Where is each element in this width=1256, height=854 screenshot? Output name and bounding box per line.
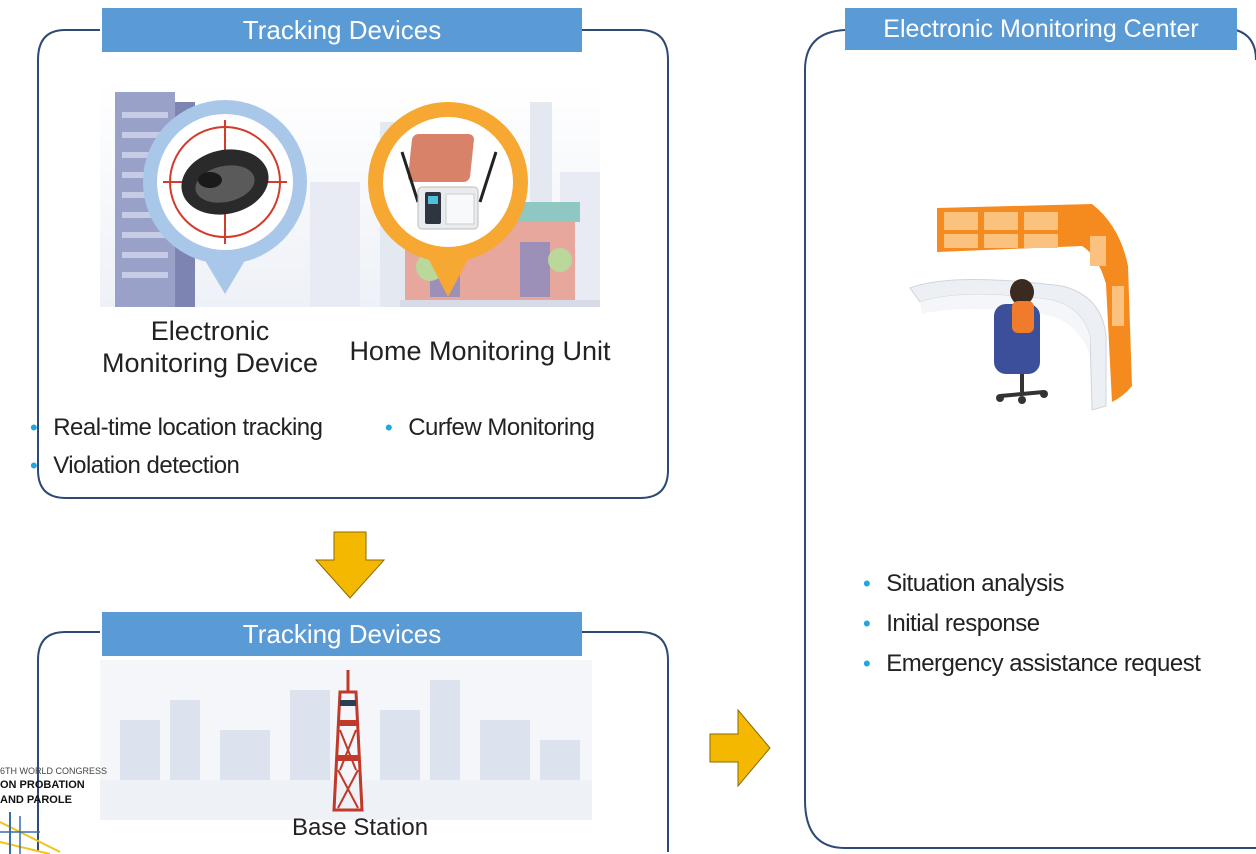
bullet-violation-detection: • Violation detection bbox=[30, 452, 240, 480]
tracking-bottom-title: Tracking Devices bbox=[102, 612, 582, 656]
operator-icon bbox=[994, 279, 1048, 404]
electronic-monitoring-device-label: Electronic Monitoring Device bbox=[101, 316, 319, 378]
bullet-dot: • bbox=[385, 415, 393, 440]
logo-line1: 6TH WORLD CONGRESS bbox=[0, 766, 108, 776]
center-frame bbox=[804, 29, 1256, 849]
center-title: Electronic Monitoring Center bbox=[845, 8, 1237, 50]
bullet-dot: • bbox=[863, 651, 871, 676]
bullet-text: Real-time location tracking bbox=[53, 414, 323, 441]
logo-lines-graphic bbox=[0, 812, 61, 854]
bullet-text: Curfew Monitoring bbox=[408, 414, 595, 441]
bullet-text: Initial response bbox=[886, 610, 1040, 637]
bullet-dot: • bbox=[863, 571, 871, 596]
bullet-text: Situation analysis bbox=[886, 570, 1064, 597]
tracking-bottom-frame bbox=[37, 631, 669, 852]
bullet-text: Violation detection bbox=[53, 452, 240, 479]
congress-logo: 6TH WORLD CONGRESS ON PROBATION AND PARO… bbox=[0, 766, 107, 806]
bullet-emergency-assistance: • Emergency assistance request bbox=[863, 650, 1201, 678]
home-monitoring-unit-label: Home Monitoring Unit bbox=[349, 336, 611, 366]
logo-line3: AND PAROLE bbox=[0, 794, 72, 806]
radio-tower-icon bbox=[332, 670, 364, 812]
bullet-situation-analysis: • Situation analysis bbox=[863, 570, 1064, 598]
monitoring-center-illustration bbox=[892, 196, 1152, 428]
right-arrow-icon bbox=[709, 708, 771, 788]
base-station-label: Base Station bbox=[291, 814, 429, 841]
tracking-top-frame bbox=[37, 29, 669, 499]
logo-line2: ON PROBATION bbox=[0, 779, 85, 791]
down-arrow-icon bbox=[314, 531, 386, 599]
bullet-dot: • bbox=[863, 611, 871, 636]
bullet-realtime-tracking: • Real-time location tracking bbox=[30, 414, 323, 442]
base-station-illustration bbox=[100, 660, 592, 820]
bullet-dot: • bbox=[30, 415, 38, 440]
bullet-curfew-monitoring: • Curfew Monitoring bbox=[385, 414, 595, 442]
tracking-top-title: Tracking Devices bbox=[102, 8, 582, 52]
bullet-text: Emergency assistance request bbox=[886, 650, 1201, 677]
city-illustration bbox=[100, 82, 600, 307]
bullet-dot: • bbox=[30, 453, 38, 478]
bullet-initial-response: • Initial response bbox=[863, 610, 1040, 638]
home-monitoring-unit-icon bbox=[400, 134, 498, 230]
